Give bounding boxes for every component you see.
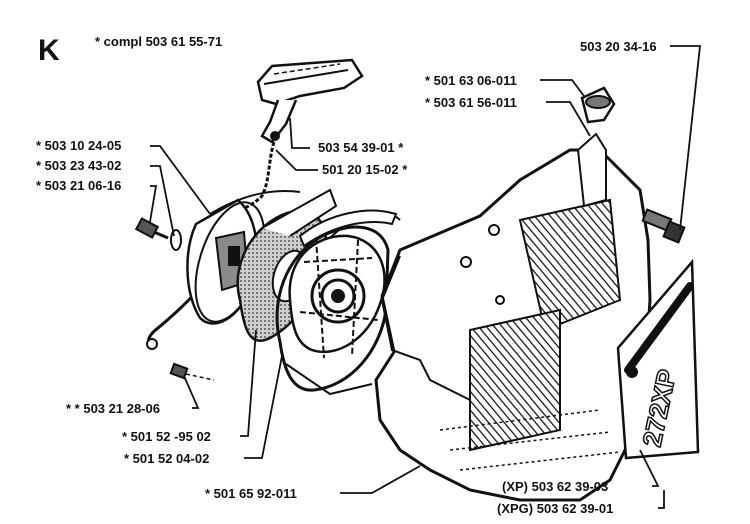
flywheel-hub — [288, 212, 401, 359]
pawl-screw — [169, 362, 215, 381]
part-label-501-65-92-011: * 501 65 92-011 — [205, 486, 297, 501]
assembly-note: * compl 503 61 55-71 — [95, 34, 223, 49]
starter-cover — [374, 132, 652, 502]
part-label-xpg: (XPG) 503 62 39-01 — [497, 501, 614, 516]
cover-screw — [641, 208, 686, 244]
part-label-501-52-04-02: * 501 52 04-02 — [124, 451, 210, 466]
part-label-503-10-24-05: * 503 10 24-05 — [36, 138, 122, 153]
part-label-501-20-15-02: 501 20 15-02 * — [322, 162, 408, 177]
part-label-501-63-06-011: * 501 63 06-011 — [425, 73, 517, 88]
part-label-503-61-56-011: * 503 61 56-011 — [425, 95, 517, 110]
grommet — [580, 86, 616, 124]
pulley-screw — [134, 217, 182, 251]
part-label-503-54-39-01: 503 54 39-01 * — [318, 140, 404, 155]
decal-panel — [616, 258, 700, 460]
starter-handle — [256, 58, 364, 144]
section-letter: K — [38, 34, 60, 67]
leader-lines — [149, 45, 702, 509]
decal-text: 272XP — [637, 367, 683, 450]
part-label-xp: (XP) 503 62 39-03 — [502, 479, 609, 494]
part-label-503-23-43-02: * 503 23 43-02 — [36, 158, 122, 173]
part-label-503-20-34-16: 503 20 34-16 — [580, 39, 657, 54]
part-label-501-52-95-02: * 501 52 -95 02 — [122, 429, 211, 444]
part-label-503-21-28-06: * * 503 21 28-06 — [66, 401, 160, 416]
starter-housing-ring — [275, 209, 398, 396]
part-label-503-21-06-16: * 503 21 06-16 — [36, 178, 122, 193]
